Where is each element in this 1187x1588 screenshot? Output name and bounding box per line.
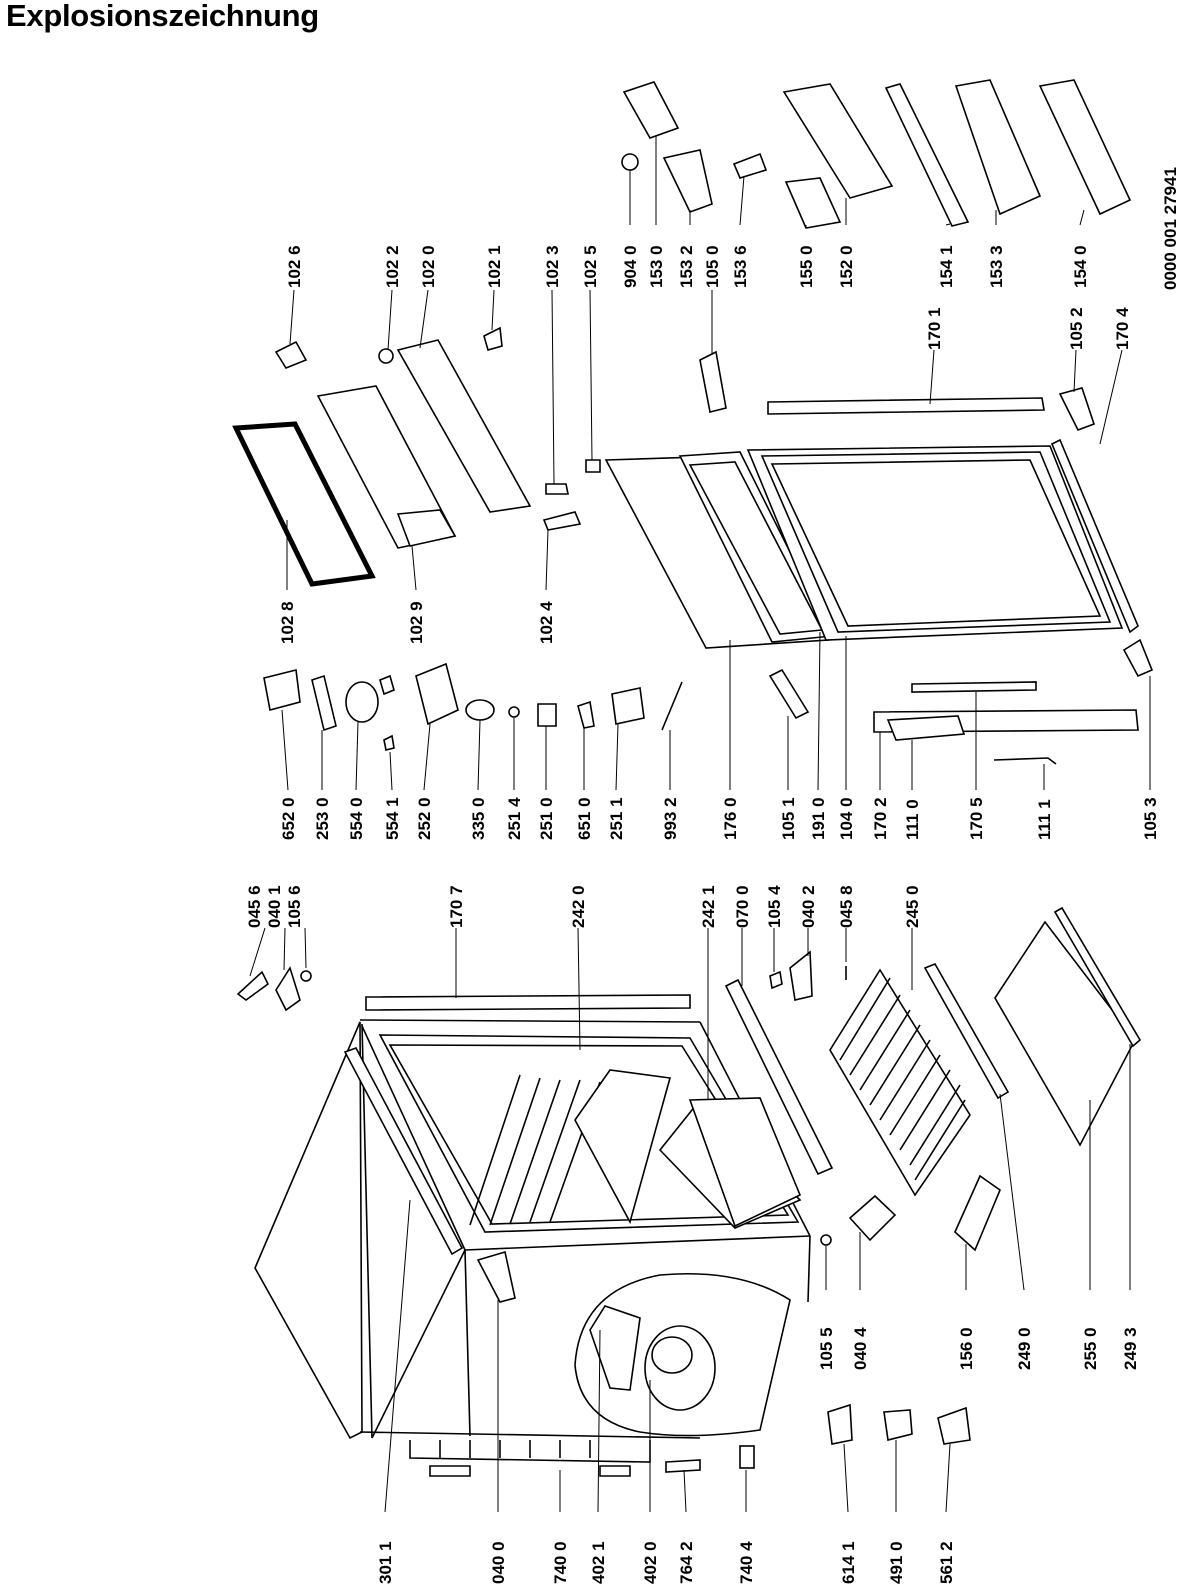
label-1053: 105 3 — [1141, 797, 1160, 840]
label-2530: 253 0 — [313, 797, 332, 840]
label-7400: 740 0 — [551, 1541, 570, 1584]
leader-lines — [249, 136, 1151, 1513]
label-1052: 105 2 — [1067, 307, 1086, 350]
label-0456: 045 6 — [245, 885, 264, 928]
hinge-0404 — [848, 1194, 897, 1242]
bracket-0402 — [789, 950, 813, 1001]
label-1533: 153 3 — [987, 245, 1006, 288]
label-1530: 153 0 — [647, 245, 666, 288]
label-6520: 652 0 — [279, 797, 298, 840]
rail-1705 — [911, 681, 1037, 693]
label-4021: 402 1 — [589, 1541, 608, 1584]
label-2420: 242 0 — [569, 885, 588, 928]
label-1707: 170 7 — [447, 885, 466, 928]
label-1040: 104 0 — [837, 797, 856, 840]
strip-1111 — [993, 757, 1057, 765]
label-1022: 102 2 — [383, 245, 402, 288]
label-9040: 904 0 — [621, 245, 640, 288]
strip-2493 — [1053, 906, 1142, 1048]
label-2450: 245 0 — [903, 885, 922, 928]
label-1110: 111 0 — [903, 799, 922, 840]
label-1050: 105 0 — [703, 245, 722, 288]
label-3011: 301 1 — [376, 1541, 395, 1584]
label-0404: 040 4 — [851, 1327, 870, 1370]
compressor-cutout — [476, 1250, 791, 1437]
label-2421: 242 1 — [699, 885, 718, 928]
label-5541: 554 1 — [383, 797, 402, 840]
label-1054: 105 4 — [765, 885, 784, 928]
glass-shelf-2550 — [994, 920, 1136, 1147]
label-0700: 070 0 — [733, 885, 752, 928]
label-1020: 102 0 — [419, 245, 438, 288]
label-1029: 102 9 — [407, 601, 426, 644]
label-3350: 335 0 — [469, 797, 488, 840]
label-1024: 102 4 — [537, 601, 556, 644]
label-4020: 402 0 — [641, 1541, 660, 1584]
label-7404: 740 4 — [737, 1541, 756, 1584]
label-6141: 614 1 — [839, 1541, 858, 1584]
wire-shelf-2450 — [829, 968, 971, 1197]
label-0458: 045 8 — [837, 885, 856, 928]
part-labels: 045 6 040 1 105 6 170 7 242 0 242 1 070 … — [245, 167, 1180, 1584]
label-1532: 153 2 — [677, 245, 696, 288]
small-part-1054 — [769, 970, 783, 990]
label-2493: 249 3 — [1121, 1327, 1140, 1370]
label-1051: 105 1 — [779, 797, 798, 840]
label-2514: 251 4 — [505, 797, 524, 840]
freezer-door-parts — [232, 326, 601, 587]
label-6510: 651 0 — [575, 797, 594, 840]
label-1111: 111 1 — [1035, 799, 1054, 840]
control-parts — [263, 662, 810, 751]
label-1536: 153 6 — [731, 245, 750, 288]
label-1056: 105 6 — [285, 885, 304, 928]
label-9932: 993 2 — [661, 797, 680, 840]
label-2520: 252 0 — [415, 797, 434, 840]
label-1520: 152 0 — [837, 245, 856, 288]
label-1701: 170 1 — [925, 307, 944, 350]
label-5540: 554 0 — [347, 797, 366, 840]
refrigerator-door — [604, 438, 1139, 649]
label-0401: 040 1 — [265, 885, 284, 928]
label-1705: 170 5 — [967, 797, 986, 840]
screw-1055 — [820, 1234, 832, 1246]
label-7642: 764 2 — [677, 1541, 696, 1584]
label-1540: 154 0 — [1071, 245, 1090, 288]
egg-tray-1560 — [954, 1174, 1001, 1252]
label-1028: 102 8 — [278, 601, 297, 644]
label-1026: 102 6 — [285, 245, 304, 288]
label-4910: 491 0 — [887, 1541, 906, 1584]
label-2490: 249 0 — [1015, 1327, 1034, 1370]
label-1910: 191 0 — [809, 797, 828, 840]
label-2511: 251 1 — [607, 797, 626, 840]
strip-2490 — [923, 962, 1010, 1100]
label-1560: 156 0 — [957, 1327, 976, 1370]
page-title: Explosionszeichnung — [6, 0, 319, 33]
label-2510: 251 0 — [537, 797, 556, 840]
label-1704: 170 4 — [1113, 307, 1132, 350]
label-0400: 040 0 — [489, 1541, 508, 1584]
label-1055: 105 5 — [817, 1327, 836, 1370]
cabinet-body — [254, 1019, 811, 1477]
label-2550: 255 0 — [1081, 1327, 1100, 1370]
door-accessories — [621, 79, 1154, 678]
hinge-parts-upper-left — [236, 966, 691, 1012]
rail-1701 — [767, 397, 1045, 415]
label-1023: 102 3 — [543, 245, 562, 288]
label-1025: 102 5 — [581, 245, 600, 288]
label-5612: 561 2 — [937, 1541, 956, 1584]
label-1550: 155 0 — [797, 245, 816, 288]
label-0402: 040 2 — [799, 885, 818, 928]
label-1702: 170 2 — [871, 797, 890, 840]
label-1541: 154 1 — [937, 245, 956, 288]
bottom-small-parts — [665, 1403, 971, 1473]
label-1760: 176 0 — [721, 797, 740, 840]
door-panel-0700 — [724, 978, 834, 1176]
bracket-1110 — [886, 715, 966, 741]
label-1021: 102 1 — [485, 245, 504, 288]
document-number: 0000 001 27941 — [1161, 167, 1180, 290]
